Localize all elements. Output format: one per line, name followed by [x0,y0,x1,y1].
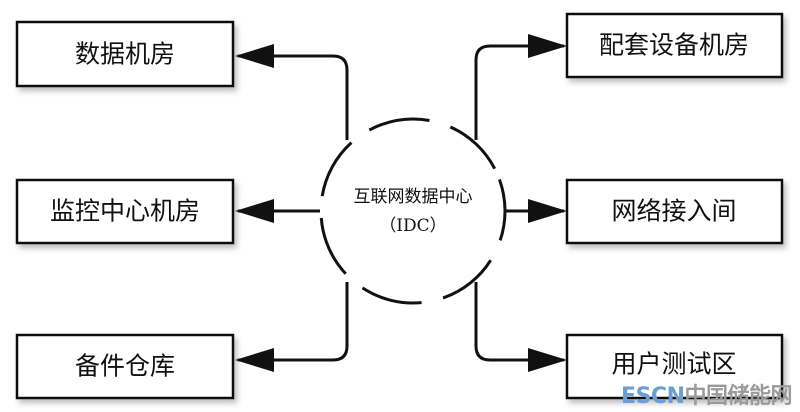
node-network-access: 网络接入间 [565,178,784,245]
arrowheads [235,34,567,372]
watermark-name: 中国储能网 [684,384,792,409]
center-subtitle: （IDC） [379,216,446,236]
center-title: 互联网数据中心 [354,187,473,207]
node-monitor-room: 监控中心机房 [15,178,235,245]
arrow-to-spare-warehouse [238,282,349,362]
center-node: 互联网数据中心 （IDC） [319,117,507,305]
node-label: 监控中心机房 [50,197,200,226]
node-user-test-area: 用户测试区 [565,333,784,400]
node-label: 备件仓库 [75,352,175,381]
arrowhead-icon [235,199,274,223]
arrowhead-icon [528,348,567,372]
connectors [235,34,567,372]
dashed-circle [319,117,507,305]
arrowhead-icon [235,348,274,372]
arrow-to-data-room [238,54,349,140]
arrow-to-support-room [474,44,564,140]
watermark: ESCN中国储能网 [621,378,792,410]
node-spare-warehouse: 备件仓库 [15,333,235,400]
arrowhead-icon [528,34,567,58]
arrowhead-icon [528,199,567,223]
node-label: 网络接入间 [611,197,736,226]
node-label: 配套设备机房 [599,31,749,60]
watermark-brand: ESCN [621,384,685,409]
node-label: 用户测试区 [611,350,736,379]
node-support-equipment-room: 配套设备机房 [565,12,784,79]
node-label: 数据机房 [75,40,175,69]
node-data-room: 数据机房 [15,20,235,88]
arrow-to-user-test [474,282,564,362]
arrowhead-icon [235,44,274,68]
